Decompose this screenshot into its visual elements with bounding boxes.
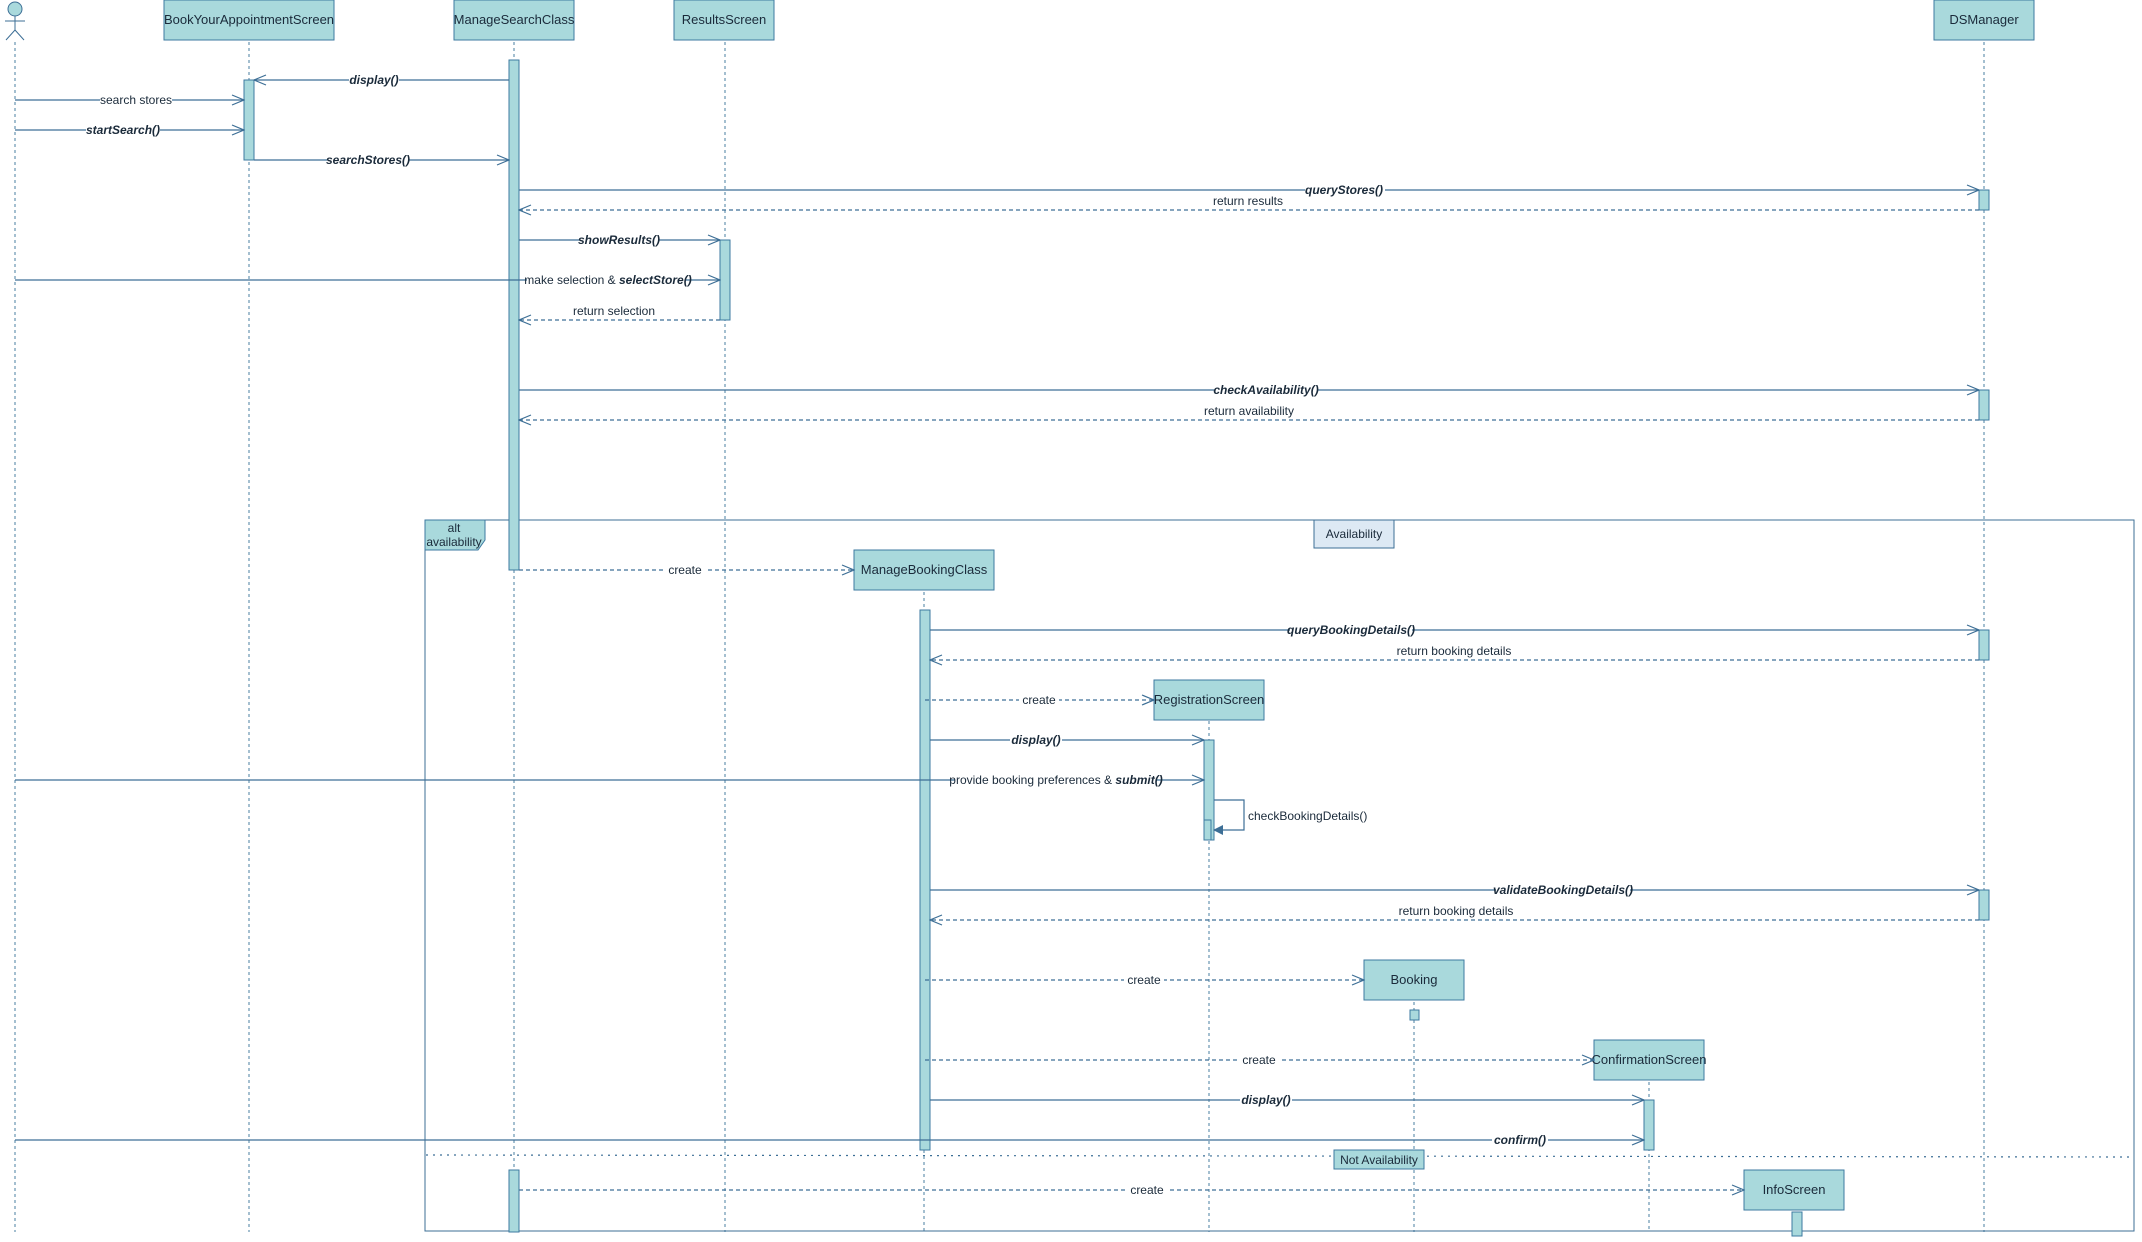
svg-text:return results: return results — [1213, 194, 1283, 208]
activation-booking-class — [919, 609, 931, 1151]
message-return-availability: return availability — [519, 404, 1979, 420]
message-display-2: display() — [930, 733, 1204, 747]
message-query-stores: queryStores() — [519, 183, 1979, 197]
activation-booking — [1409, 1009, 1420, 1021]
svg-text:display(): display() — [1241, 1093, 1290, 1107]
message-create-confirmation: create — [925, 1053, 1594, 1067]
activation-ds-3 — [1978, 629, 1990, 661]
svg-text:create: create — [1242, 1053, 1276, 1067]
lifeline-registration-screen: RegistrationScreen — [1153, 679, 1265, 721]
message-create-info: create — [519, 1183, 1744, 1197]
message-return-results: return results — [519, 194, 1979, 210]
guard-not-availability: Not Availability — [1340, 1153, 1418, 1167]
svg-text:create: create — [1022, 693, 1056, 707]
alt-fragment: alt availability Availability Not Availa… — [424, 519, 2135, 1232]
svg-text:confirm(): confirm() — [1494, 1133, 1546, 1147]
message-make-selection: make selection & selectStore() — [15, 273, 720, 287]
svg-text:return selection: return selection — [573, 304, 655, 318]
svg-text:startSearch(): startSearch() — [86, 123, 160, 137]
activation-search — [508, 59, 520, 571]
activation-results — [719, 239, 731, 321]
message-check-booking-details: checkBookingDetails() — [1213, 799, 1367, 835]
svg-text:search stores: search stores — [100, 93, 172, 107]
lifeline-label: ManageSearchClass — [454, 12, 575, 27]
lifeline-results-screen: ResultsScreen — [673, 0, 775, 41]
guard-availability: Availability — [1326, 527, 1382, 541]
message-show-results: showResults() — [519, 233, 720, 247]
message-create-booking: create — [925, 973, 1364, 987]
svg-text:display(): display() — [349, 73, 398, 87]
svg-text:create: create — [1130, 1183, 1164, 1197]
lifeline-label: RegistrationScreen — [1154, 692, 1265, 707]
message-display-1: display() — [254, 72, 509, 87]
svg-text:queryStores(): queryStores() — [1305, 183, 1383, 197]
actor — [5, 1, 25, 41]
message-check-availability: checkAvailability() — [519, 383, 1979, 397]
lifeline-book-your-appointment-screen: BookYourAppointmentScreen — [163, 0, 335, 41]
lifeline-label: BookYourAppointmentScreen — [164, 12, 334, 27]
svg-text:make selection & selectStore(): make selection & selectStore() — [524, 273, 691, 287]
svg-text:checkAvailability(): checkAvailability() — [1213, 383, 1318, 397]
message-confirm: confirm() — [15, 1133, 1644, 1147]
svg-text:create: create — [1127, 973, 1161, 987]
message-query-booking-details: queryBookingDetails() — [930, 623, 1979, 637]
activation-info — [1791, 1211, 1803, 1237]
message-search-stores-call: searchStores() — [254, 153, 509, 167]
lifeline-label: ConfirmationScreen — [1592, 1052, 1707, 1067]
activation-registration-self — [1203, 819, 1212, 841]
lifeline-ds-manager: DSManager — [1933, 0, 2035, 41]
svg-text:create: create — [668, 563, 702, 577]
message-create-booking-class: create — [519, 563, 854, 577]
lifeline-label: InfoScreen — [1763, 1182, 1826, 1197]
svg-text:searchStores(): searchStores() — [326, 153, 410, 167]
lifeline-info-screen: InfoScreen — [1743, 1169, 1845, 1211]
activation-ds-1 — [1978, 189, 1990, 211]
message-provide-preferences: provide booking preferences & submit() — [15, 773, 1204, 787]
message-display-3: display() — [930, 1093, 1644, 1107]
message-start-search: startSearch() — [15, 123, 244, 137]
message-return-booking-details-1: return booking details — [930, 644, 1979, 660]
lifeline-confirmation-screen: ConfirmationScreen — [1592, 1039, 1707, 1081]
lifeline-label: Booking — [1391, 972, 1438, 987]
svg-text:validateBookingDetails(): validateBookingDetails() — [1493, 883, 1633, 897]
alt-operator-guard: availability — [426, 535, 481, 549]
activation-ds-4 — [1978, 889, 1990, 921]
lifeline-label: ResultsScreen — [682, 12, 767, 27]
lifeline-booking: Booking — [1363, 959, 1465, 1001]
message-return-booking-details-2: return booking details — [930, 904, 1979, 920]
message-search-stores: search stores — [15, 93, 244, 107]
lifeline-manage-search-class: ManageSearchClass — [453, 0, 575, 41]
message-validate-booking-details: validateBookingDetails() — [930, 883, 1979, 897]
svg-text:return booking details: return booking details — [1397, 644, 1512, 658]
message-create-registration: create — [925, 693, 1154, 707]
lifeline-label: ManageBookingClass — [861, 562, 988, 577]
activation-confirmation — [1643, 1099, 1655, 1151]
message-return-selection: return selection — [519, 304, 720, 320]
svg-text:provide booking preferences &: provide booking preferences & submit() — [949, 773, 1162, 787]
svg-text:queryBookingDetails(): queryBookingDetails() — [1287, 623, 1415, 637]
lifeline-label: DSManager — [1949, 12, 2019, 27]
activation-search-2 — [508, 1169, 520, 1233]
activation-book — [243, 79, 255, 161]
svg-text:return availability: return availability — [1204, 404, 1294, 418]
svg-text:display(): display() — [1011, 733, 1060, 747]
lifeline-manage-booking-class: ManageBookingClass — [853, 549, 995, 591]
activation-ds-2 — [1978, 389, 1990, 421]
svg-text:return booking details: return booking details — [1399, 904, 1514, 918]
svg-text:showResults(): showResults() — [578, 233, 660, 247]
svg-text:checkBookingDetails(): checkBookingDetails() — [1248, 809, 1367, 823]
alt-operator-label: alt — [448, 521, 461, 535]
